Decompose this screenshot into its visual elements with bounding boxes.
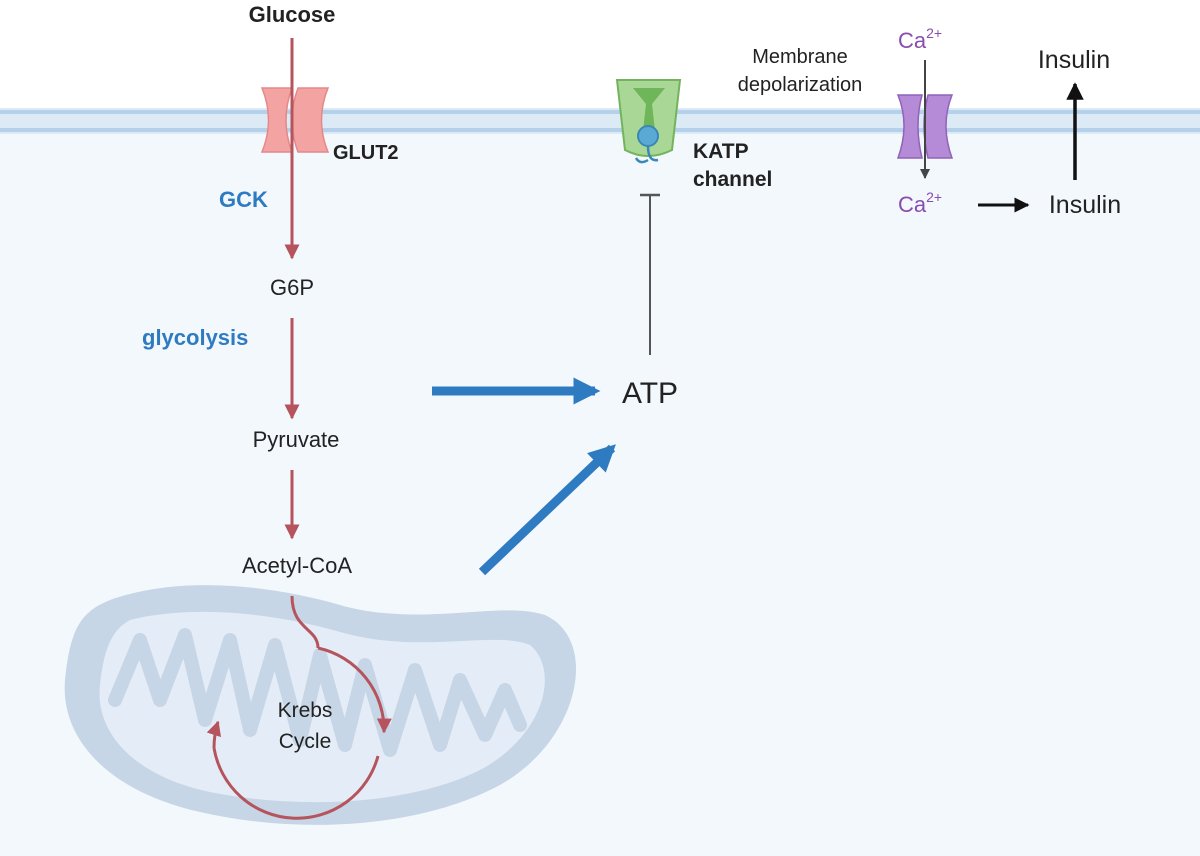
insulin-outside-label: Insulin: [1038, 46, 1110, 74]
krebs-label-line2: Cycle: [279, 730, 332, 753]
krebs-arc-bottom: [212, 747, 380, 820]
calcium-inside-label: Ca2+: [898, 189, 942, 217]
calcium-outside-label: Ca2+: [898, 25, 942, 53]
calcium-inside-charge: 2+: [926, 189, 942, 205]
glucose-label: Glucose: [249, 2, 336, 27]
glut2-label: GLUT2: [333, 142, 399, 164]
katp-channel: [615, 79, 682, 164]
g6p-label: G6P: [270, 275, 314, 300]
atp-label: ATP: [622, 377, 678, 410]
pyruvate-label: Pyruvate: [253, 427, 340, 452]
calcium-channel: [896, 94, 954, 159]
membrane-depolarization-line2: depolarization: [738, 74, 863, 96]
calcium-outside-symbol: Ca: [898, 28, 927, 53]
acetyl-coa-label: Acetyl-CoA: [242, 553, 352, 578]
glycolysis-label: glycolysis: [142, 325, 248, 350]
krebs-arc-right: [317, 646, 392, 734]
calcium-outside-charge: 2+: [926, 25, 942, 41]
gck-label: GCK: [219, 187, 268, 212]
katp-label-line2: channel: [693, 168, 772, 191]
membrane-depolarization-line1: Membrane: [752, 46, 848, 68]
plasma-membrane: [0, 108, 1200, 134]
krebs-label-line1: Krebs: [278, 699, 333, 722]
glut2-channel: [260, 87, 330, 153]
arrow-mitochondria-to-atp: [478, 444, 616, 576]
insulin-inside-label: Insulin: [1049, 191, 1121, 219]
krebs-arc-left: [206, 720, 222, 749]
line-acetylcoa-to-krebs: [290, 595, 320, 649]
mitochondrion: [64, 585, 577, 825]
calcium-inside-symbol: Ca: [898, 192, 927, 217]
katp-label-line1: KATP: [693, 140, 749, 163]
